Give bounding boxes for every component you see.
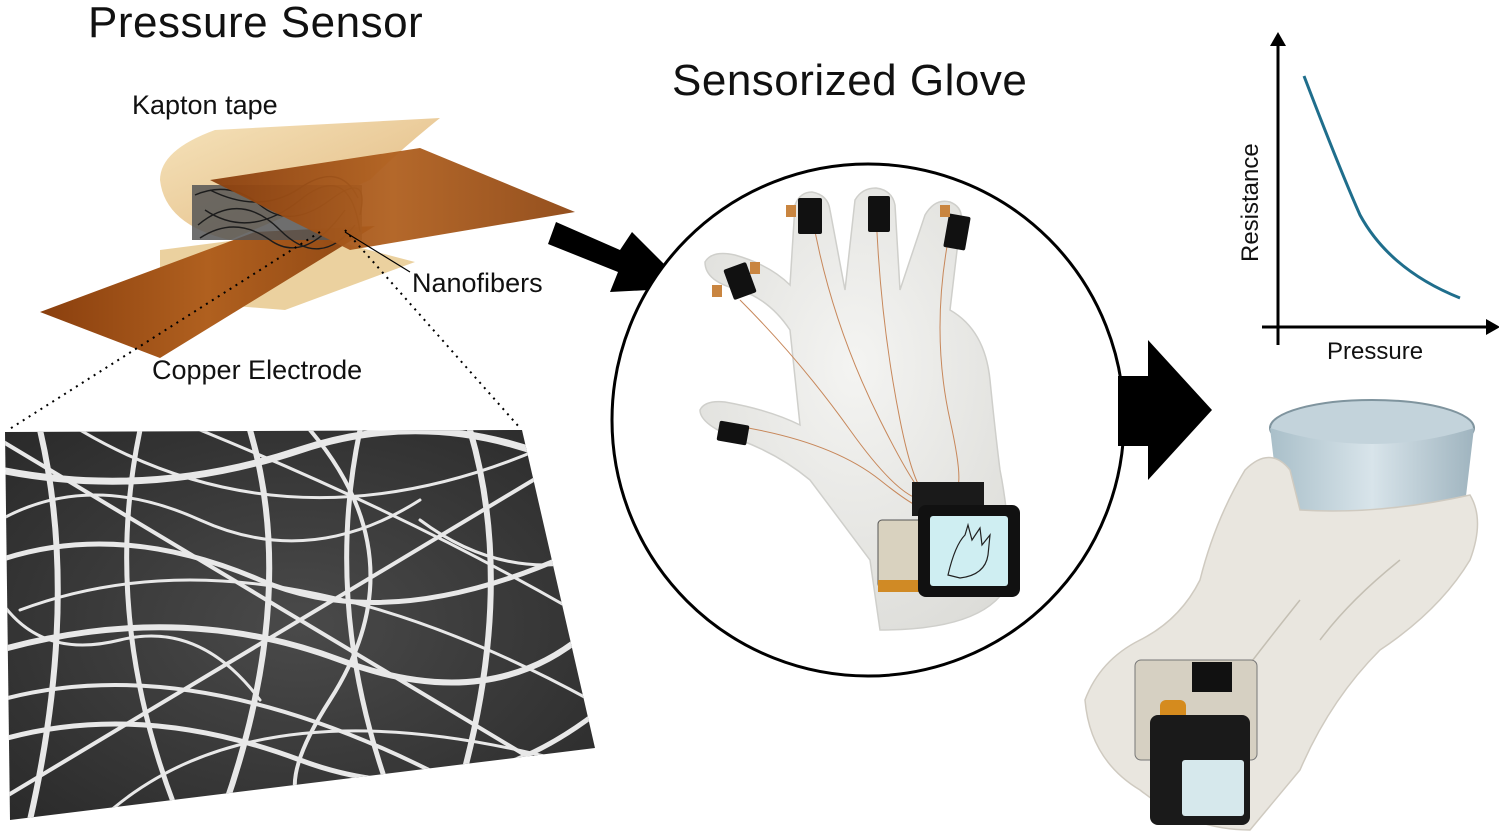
sem-background xyxy=(5,430,595,820)
wrist-connector xyxy=(1192,662,1232,692)
kapton-tape-label: Kapton tape xyxy=(132,90,278,120)
nanofibers-leader xyxy=(344,231,411,273)
copper-electrode-bottom xyxy=(40,226,375,358)
copper-tabs xyxy=(712,205,950,297)
display-hand-icon xyxy=(947,522,991,579)
nanofibers-label: Nanofibers xyxy=(412,268,543,298)
pressure-sensor-title: Pressure Sensor xyxy=(88,0,424,47)
pressure-sensor-illustration xyxy=(7,118,575,431)
sensor-middle xyxy=(868,196,890,232)
arrow-glove-to-demo xyxy=(1118,340,1212,480)
graph-x-arrowhead xyxy=(1486,319,1499,335)
resistance-pressure-graph xyxy=(1262,32,1499,345)
sensor-index xyxy=(798,198,822,234)
glove-hand xyxy=(1084,456,1479,831)
sensor-pinky xyxy=(723,262,757,300)
glove-cup-photo xyxy=(1084,399,1479,831)
copper-electrode-label: Copper Electrode xyxy=(152,355,363,385)
sensorized-glove-title: Sensorized Glove xyxy=(672,56,1028,105)
arrow-sensor-to-glove xyxy=(548,222,688,292)
sensor-thumb xyxy=(716,420,750,446)
glove-circle xyxy=(610,162,1126,678)
graph-x-label: Pressure xyxy=(1327,338,1424,365)
sem-nanofiber-image xyxy=(5,430,595,820)
wrist-display-screen xyxy=(1182,760,1244,816)
graph-y-arrowhead xyxy=(1270,32,1286,46)
copper-electrode-top xyxy=(210,148,575,250)
sensor-ring xyxy=(943,213,971,251)
resistance-curve xyxy=(1302,75,1461,300)
